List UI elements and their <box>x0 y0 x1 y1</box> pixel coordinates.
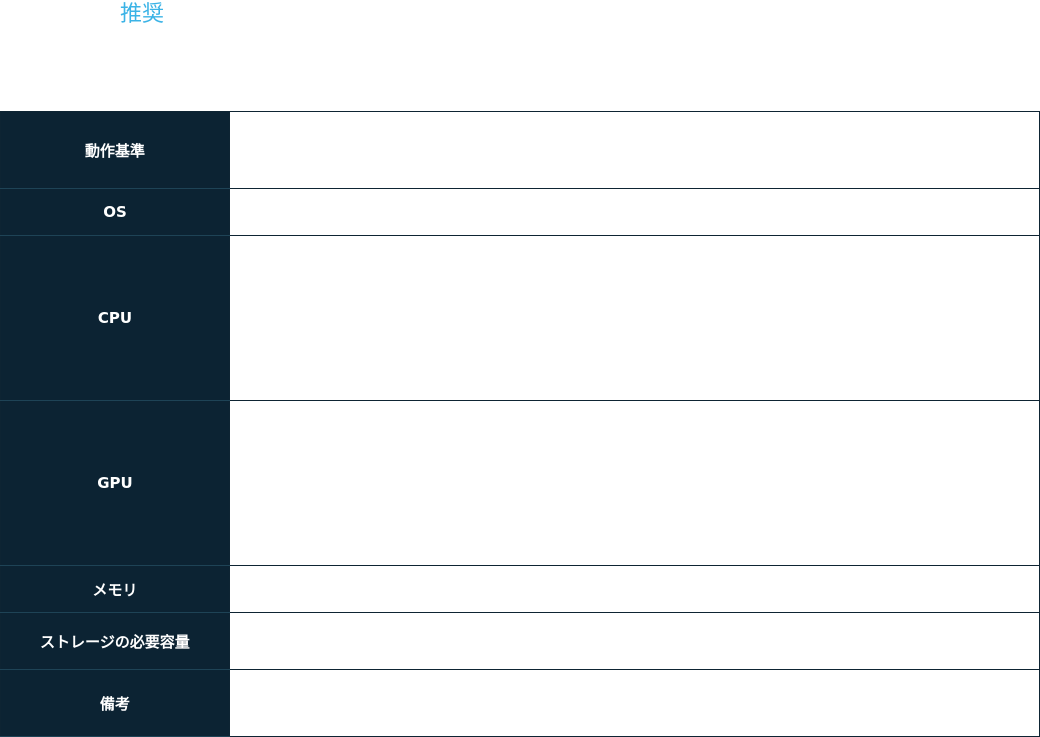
spec-label-notes: 備考 <box>0 669 230 737</box>
spec-value-notes <box>229 669 1040 737</box>
spec-label-gpu: GPU <box>0 400 230 566</box>
spec-row-storage: ストレージの必要容量 <box>0 612 1040 670</box>
spec-value-criteria <box>229 111 1040 189</box>
section-title: 推奨 <box>120 2 165 27</box>
spec-label-criteria: 動作基準 <box>0 111 230 189</box>
spec-value-storage <box>229 612 1040 670</box>
spec-value-os <box>229 188 1040 236</box>
spec-value-cpu <box>229 235 1040 401</box>
spec-row-os: OS <box>0 188 1040 236</box>
spec-row-gpu: GPU <box>0 400 1040 566</box>
spec-label-memory: メモリ <box>0 565 230 613</box>
spec-row-cpu: CPU <box>0 235 1040 401</box>
spec-label-storage: ストレージの必要容量 <box>0 612 230 670</box>
spec-value-memory <box>229 565 1040 613</box>
spec-row-criteria: 動作基準 <box>0 111 1040 189</box>
spec-row-memory: メモリ <box>0 565 1040 613</box>
spec-label-cpu: CPU <box>0 235 230 401</box>
spec-value-gpu <box>229 400 1040 566</box>
spec-label-os: OS <box>0 188 230 236</box>
spec-table: 動作基準 OS CPU GPU メモリ ストレージの必要容量 備考 <box>0 111 1040 737</box>
spec-row-notes: 備考 <box>0 669 1040 737</box>
